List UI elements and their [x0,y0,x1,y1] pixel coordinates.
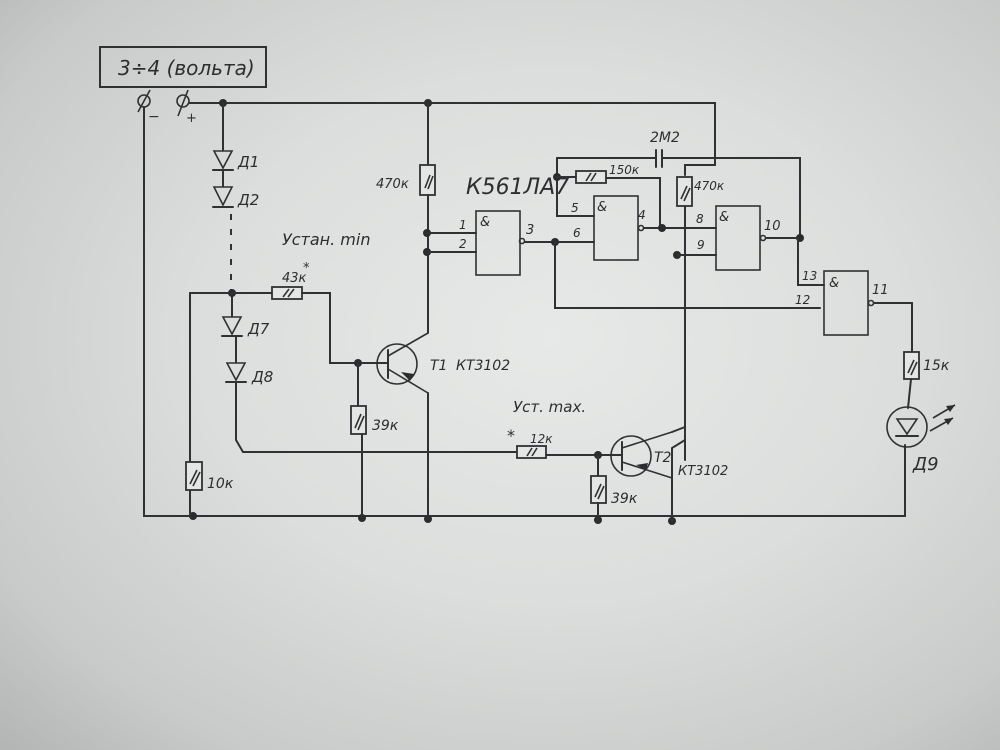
gate-4-pin-13: 13 [802,269,817,283]
resistor-15k-label: 15к [923,358,950,374]
diode-d7-label: Д7 [247,320,270,338]
diode-d8-label: Д8 [251,368,273,386]
resistor-470k-1-label: 470к [376,177,409,192]
gate-4-pin-12: 12 [795,293,810,307]
power-supply-box [99,46,267,88]
resistor-12k-mark: * [507,426,515,445]
diode-d7 [221,316,243,337]
transistor-t1-part: КТ3102 [456,358,510,374]
gate-3-pin-8: 8 [696,212,704,226]
resistor-39k-1-label: 39к [372,418,399,434]
led-d9 [886,404,956,448]
led-d9-label: Д9 [912,454,939,475]
gate-1-pin-3: 3 [526,223,534,238]
diode-d2-label: Д2 [237,191,259,209]
gate-2-pin-5: 5 [571,201,579,215]
transistor-t1-label: Т1 [430,358,447,374]
resistor-43k-label: 43к [282,271,307,286]
resistor-150k-label: 150к [609,163,640,177]
gate-3-symbol: & [719,210,729,225]
note-set-max: Уст. max. [513,398,586,416]
terminal-plus-label: + [186,111,197,126]
gate-3-pin-10: 10 [764,219,781,234]
resistor-39k-2-label: 39к [611,491,638,507]
transistor-t2 [607,431,673,479]
diode-d2 [212,186,234,208]
terminal-plus [176,94,190,108]
gate-2-pin-6: 6 [573,226,581,240]
diode-d1 [212,150,234,171]
transistor-t2-part: КТ3102 [678,464,728,479]
diode-d8 [225,362,247,383]
gate-1-symbol: & [480,215,490,230]
resistor-12k-label: 12к [530,432,553,446]
resistor-43k-mark: * [303,261,310,276]
diode-d1-label: Д1 [237,153,259,171]
gate-1-pin-2: 2 [459,237,467,251]
gate-2-pin-4: 4 [638,208,646,222]
gate-3-pin-9: 9 [697,238,705,252]
gate-4-pin-11: 11 [872,283,889,298]
capacitor-2m2 [655,149,663,168]
resistor-470k-2-label: 470к [694,179,725,193]
transistor-t1 [376,332,429,394]
ic-part-label: К561ЛА7 [466,175,569,200]
power-supply-label: 3÷4 (вольта) [118,56,255,80]
note-set-min: Устан. min [282,230,370,249]
transistor-t2-label: Т2 [654,450,672,466]
terminal-minus-label: − [148,109,160,125]
wire-minus-rail [143,106,906,517]
gate-2-symbol: & [597,200,607,215]
resistor-10k-label: 10к [207,476,234,492]
gate-4-symbol: & [829,276,839,291]
resistor-12k [516,445,547,459]
gate-1-pin-1: 1 [459,218,467,232]
resistor-150k [575,170,607,184]
wire-plus-rail [188,102,716,176]
capacitor-label: 2М2 [650,130,680,146]
